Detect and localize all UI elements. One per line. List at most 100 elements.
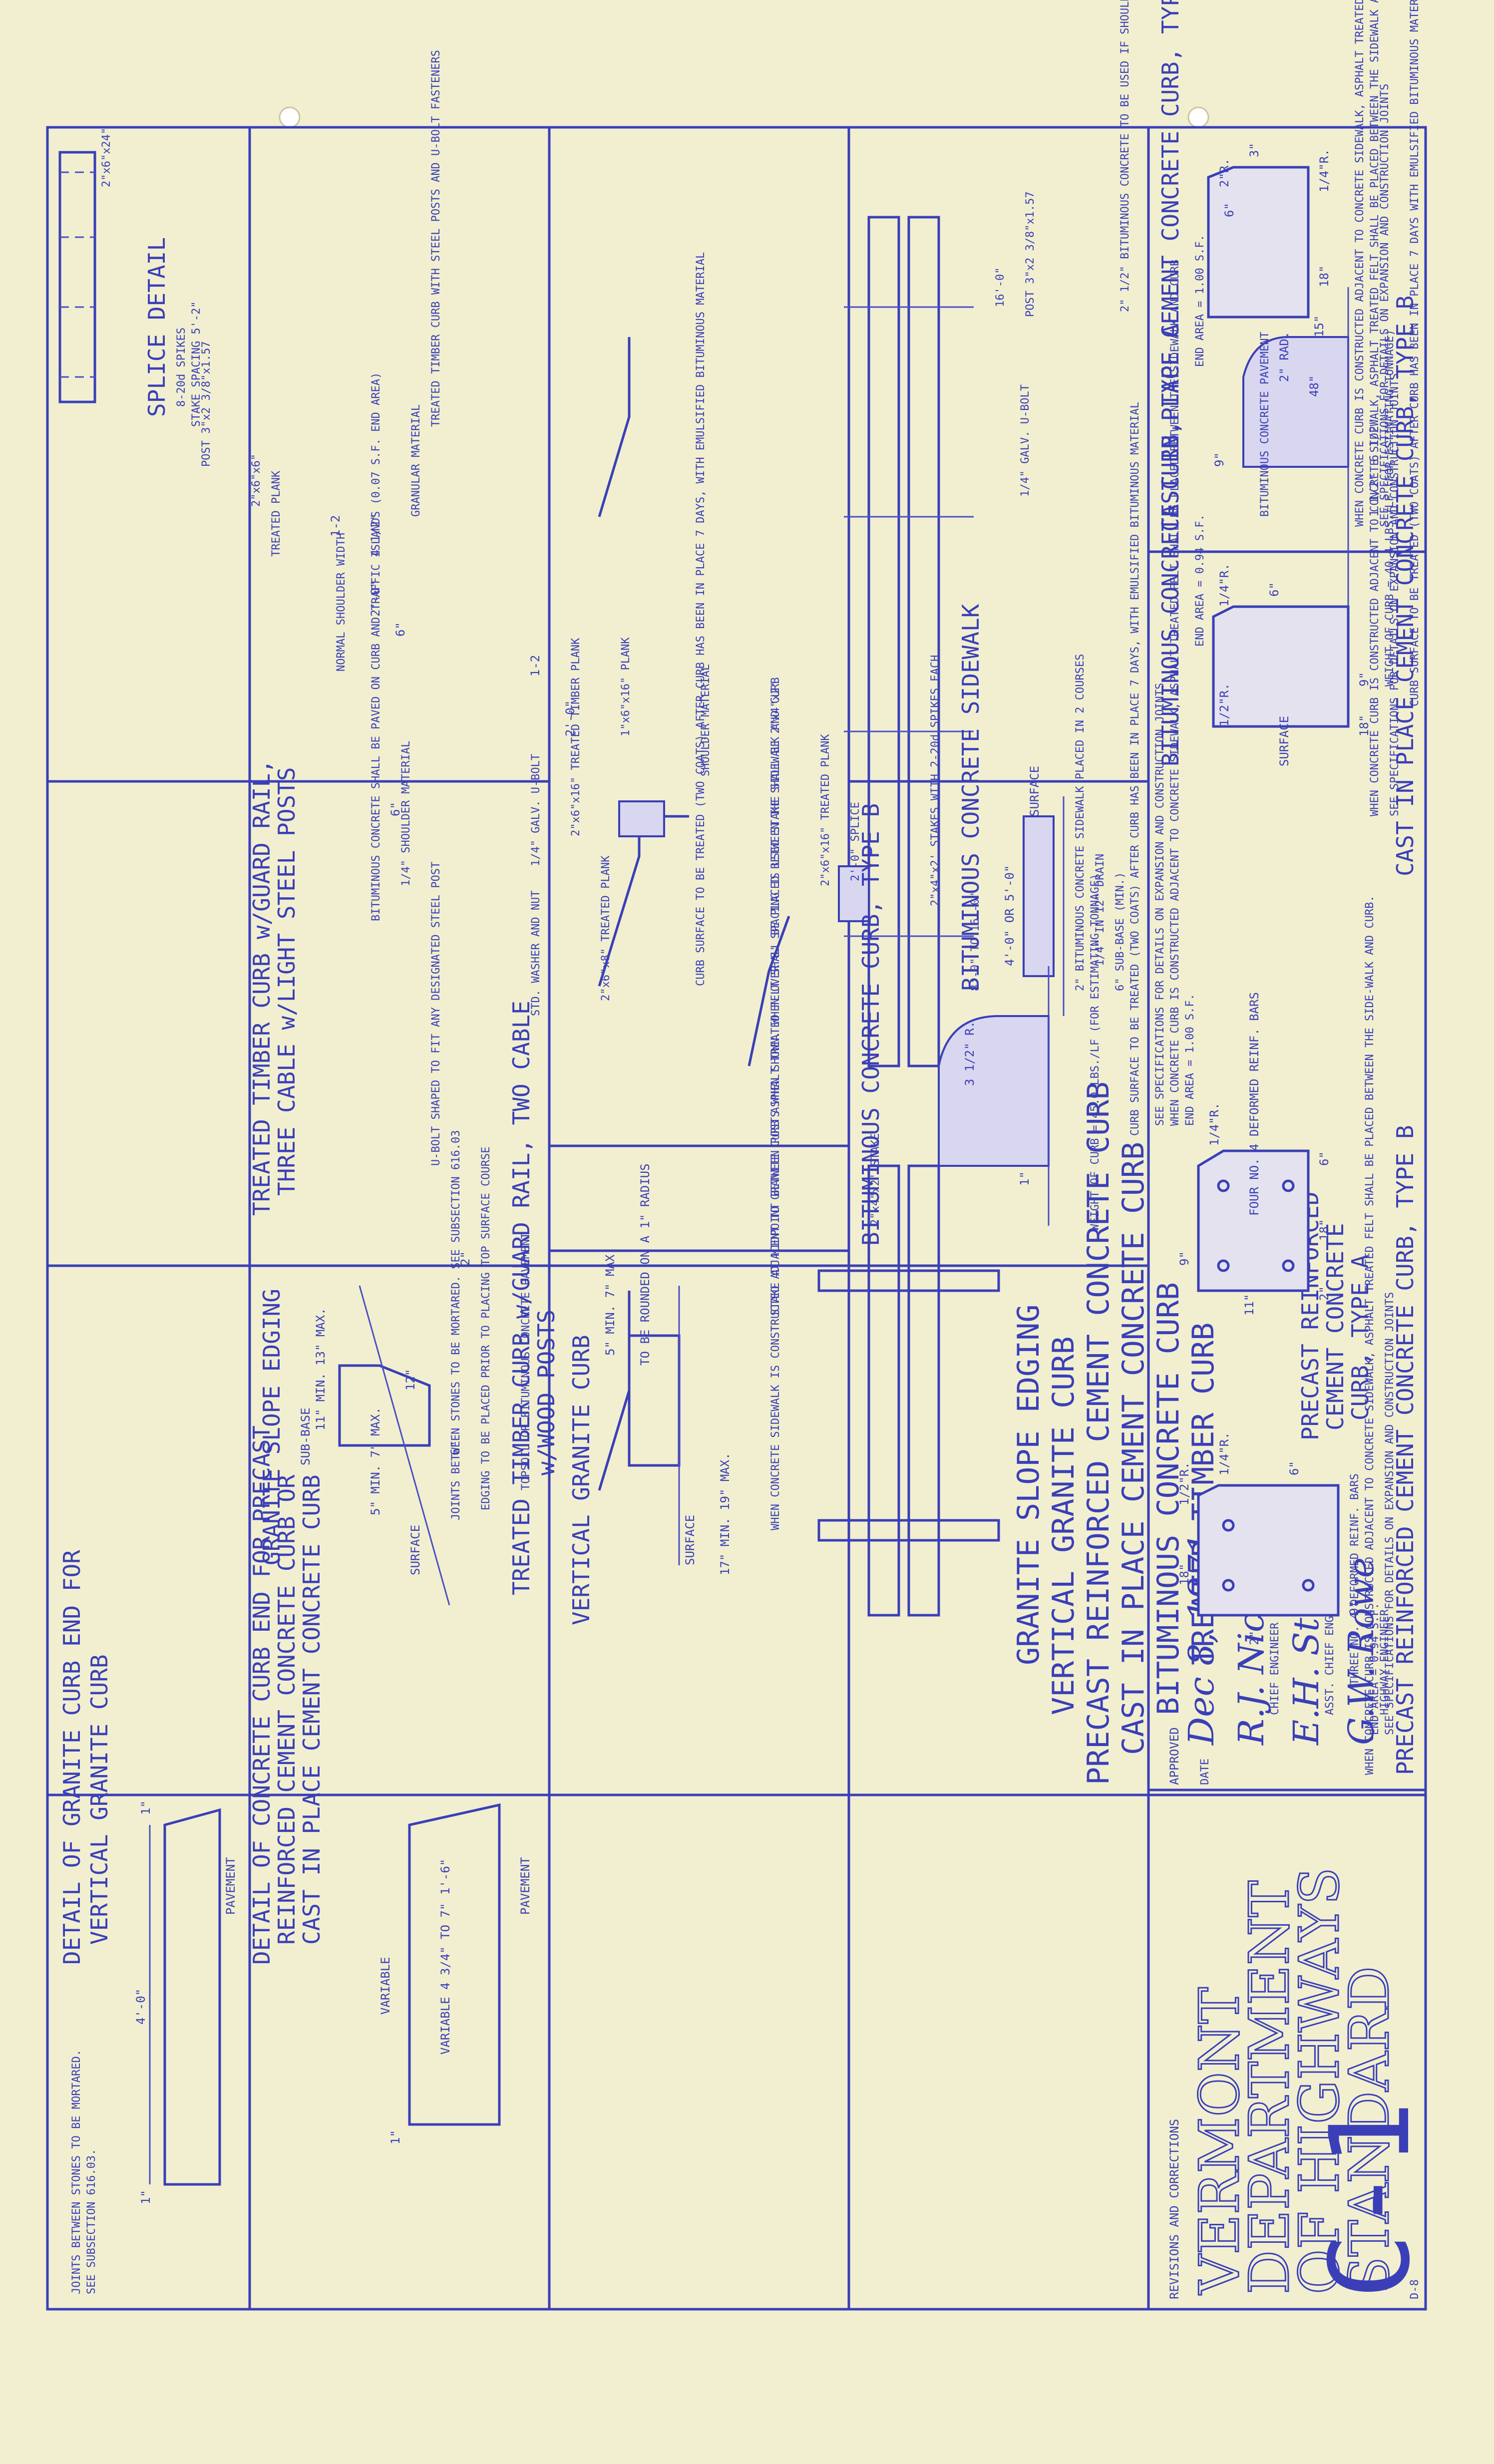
concrete-curb-end-detail: DETAIL OF CONCRETE CURB END FOR PRECAST … [248, 1425, 532, 2144]
sheet-border [46, 126, 1427, 2311]
timber-curb-title-1: TREATED TIMBER CURB w/GUARD RAIL, [248, 759, 275, 1216]
label: 1/4"R. [1217, 1432, 1231, 1475]
label: 2" 1/2" BITUMINOUS CONCRETE TO BE USED I… [1119, 0, 1131, 312]
label: 5" MIN. 7" MAX. [603, 1247, 617, 1356]
label: STAKE AT MIDPOINT BETWEEN POSTS WHEN SHO… [769, 681, 782, 1316]
vertical-granite-curb: VERTICAL GRANITE CURB WHEN CONCRETE SIDE… [568, 677, 782, 1625]
label: STD. WASHER AND NUT [530, 890, 542, 1016]
label: 3" [1247, 143, 1261, 157]
granite-curb-end-detail: DETAIL OF GRANITE CURB END FOR VERTICAL … [58, 1550, 238, 2294]
concrete-curb-end-title-3: CAST IN PLACE CEMENT CONCRETE CURB [298, 1474, 325, 1945]
label: 3 1/2" R. [963, 1021, 977, 1086]
bit-sidewalk: BITUMINOUS CONCRETE SIDEWALK 4'-0" OR 5'… [957, 402, 1141, 1136]
signature-3: G.W. Rowe [1341, 1557, 1382, 1745]
agency-line-4: STANDARD [1337, 1966, 1401, 2294]
precast-b-labels: THREE NO. 4 DEFORMED REINF. BARS END ARE… [1177, 895, 1396, 1775]
label: TO BE ROUNDED ON A 1" RADIUS [638, 1163, 652, 1366]
bit-curb-a-labels: 2" 1/2" BITUMINOUS CONCRETE TO BE USED I… [1119, 0, 1421, 706]
label: 1-2 [329, 515, 343, 537]
long-plank-upper [867, 216, 900, 1067]
label: POST 3"x2 3/8"x1.57 [200, 341, 213, 467]
wood-post-1 [817, 1519, 1000, 1542]
cip-b-labels: END AREA = 0.94 S.F. 1/4"R. 1/2"R. SURFA… [1194, 0, 1401, 816]
label: 17" MIN. 19" MAX. [718, 1452, 732, 1575]
bit-curb-b-shape [938, 1015, 1050, 1167]
timber-curb2-title-1: TREATED TIMBER CURB w/GUARD RAIL, TWO CA… [508, 1001, 535, 1595]
label: CURB SURFACE TO BE TREATED (TWO COATS) A… [695, 252, 707, 986]
corner-mark: D-8 [1409, 2279, 1421, 2299]
granite-curb-end-title-2: VERTICAL GRANITE CURB [86, 1654, 113, 1945]
label: WEIGHT OF CURB = 40.4 LBS./LF (FOR ESTIM… [1384, 330, 1396, 687]
label: 6" [448, 1441, 462, 1455]
label: 12" [403, 1369, 417, 1391]
label: WHEN CONCRETE CURB IS CONSTRUCTED ADJACE… [1169, 260, 1181, 1126]
dim-1b: 1" [139, 1800, 153, 1815]
wood-post-2 [817, 1269, 1000, 1292]
label: 2" [1317, 1286, 1331, 1301]
label: 2" [1247, 1631, 1261, 1645]
cip-curb-type-b: CAST IN PLACE CEMENT CONCRETE CURB, TYPE… [1194, 0, 1419, 876]
precast-curb-type-a: PRECAST REINFORCED CEMENT CONCRETE CURB,… [1154, 260, 1374, 1440]
label: NORMAL SHOULDER WIDTH [335, 533, 348, 672]
granite-curb-end-title-1: DETAIL OF GRANITE CURB END FOR [58, 1550, 85, 1965]
label: 1/4"R. [1217, 563, 1231, 607]
slope-stone [338, 1364, 431, 1447]
label: 2" RAD. [1277, 332, 1291, 382]
timber-profile-2 [598, 337, 631, 517]
timber-labels: 2"x6"x24" TREATED PLANK 2"x6"x6" POST 3"… [100, 50, 1037, 1316]
title-block: VERMONT DEPARTMENT OF HIGHWAYS STANDARD … [47, 1081, 1434, 2299]
precast-a-title-2: CEMENT CONCRETE [1322, 1223, 1349, 1430]
label: 1/2"R. [1217, 683, 1231, 726]
concrete-curb-end-shape [408, 1803, 501, 2126]
granite-curb-end-note-1: JOINTS BETWEEN STONES TO BE MORTARED. [70, 2050, 83, 2294]
label: TOPSOIL OR BITUMINOUS CONCRETE PAVEMENT [520, 1232, 532, 1490]
splice-note-2: STAKE SPACING 5'-2" [190, 301, 203, 427]
dim-4ft: 4'-0" [134, 1989, 148, 2025]
cip-a-labels: END AREA = 1.00 S.F. 2"R. 6" 1/4"R. 18" … [1194, 0, 1391, 527]
label: 11" [1242, 1294, 1256, 1316]
long-plank-lower [907, 216, 940, 1067]
label: END AREA = 0.94 S.F. [1194, 514, 1206, 647]
granite-slope-title: GRANITE SLOPE EDGING [258, 1289, 285, 1565]
granite-block [628, 1334, 681, 1467]
approval-block: REVISIONS AND CORRECTIONS APPROVED DATE … [47, 1497, 1391, 2299]
label: 4'-0" OR 5'-0" [1003, 865, 1017, 966]
label: 48" [1307, 375, 1321, 397]
label: 2"x6"x24" [100, 128, 113, 187]
label: 2"x6"x16" TREATED PLANK [819, 734, 832, 886]
precast-a-title-3: CURB, TYPE A [1347, 1255, 1374, 1420]
precast-a-shape [1197, 1149, 1310, 1292]
agency-stamp: VERMONT DEPARTMENT OF HIGHWAYS STANDARD [1187, 1866, 1402, 2296]
precast-b-title: PRECAST REINFORCED CEMENT CONCRETE CURB,… [1392, 1125, 1419, 1775]
label: TREATED TIMBER CURB WITH STEEL POSTS AND… [430, 50, 442, 427]
label: JOINTS BETWEEN STONES TO BE MORTARED. SE… [450, 1130, 462, 1520]
label: 11" MIN. 13" MAX. [314, 1308, 328, 1430]
label: SURFACE [408, 1525, 422, 1575]
label: 2"x6"x16" TREATED TIMBER PLANK [570, 638, 582, 836]
label: 6" SUB-BASE (MIN.) [1114, 872, 1126, 991]
label: SHOULDER MATERIAL [700, 664, 712, 776]
label: 2'-0" [563, 701, 577, 736]
label: 1/2"R. [1177, 1462, 1191, 1505]
bit-curb-b-labels: 3 1/2" R. 1" WEIGHT OF CURB = 45.0 LBS./… [963, 874, 1102, 1231]
timber-curb2-title-2: w/WOOD POSTS [533, 1310, 560, 1475]
precast-curb-type-b: PRECAST REINFORCED CEMENT CONCRETE CURB,… [1177, 895, 1419, 1775]
granite-slope-labels: TOPSOIL OR BITUMINOUS CONCRETE PAVEMENT … [299, 1130, 532, 1575]
label: WEIGHT OF CURB = 45.0 LBS./LF (FOR ESTIM… [1089, 874, 1102, 1231]
highway-engineer-label: HIGHWAY ENGINEER [1379, 1609, 1391, 1715]
label: SEE SPECIFICATIONS FOR DETAILS ON EXPANS… [1384, 1292, 1396, 1735]
label: BITUMINOUS CONCRETE PAVEMENT [1259, 332, 1271, 517]
label: CURB SURFACE TO BE TREATED (TWO COATS) A… [1409, 0, 1421, 706]
label: 18" [1357, 715, 1371, 736]
revisions-label: REVISIONS AND CORRECTIONS [1167, 2119, 1181, 2299]
label: 2"x6"x8" TREATED PLANK [600, 855, 612, 1001]
label: 1/4" GALV. U-BOLT [1019, 384, 1032, 497]
title-lines: GRANITE SLOPE EDGING VERTICAL GRANITE CU… [1011, 1081, 1221, 1785]
label: 1/4" SHOULDER MATERIAL [400, 741, 412, 886]
agency-line-3: OF HIGHWAYS [1287, 1867, 1351, 2294]
label: 2'-0" [369, 581, 382, 617]
label: 2"R. [1217, 158, 1231, 187]
